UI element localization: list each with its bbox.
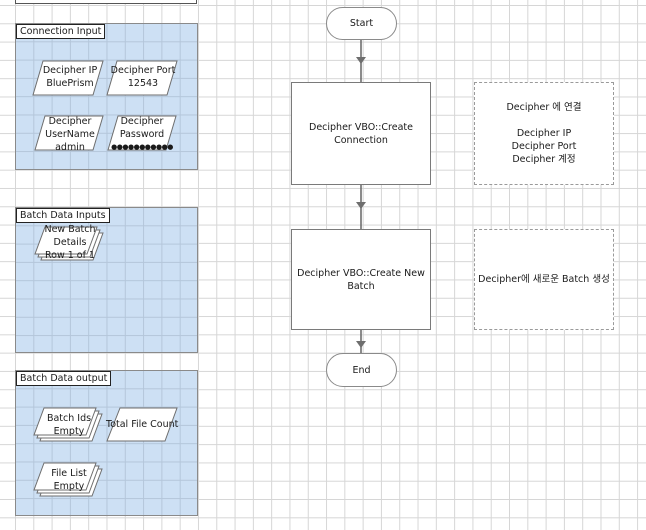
stage-label: Decipher VBO::Create	[309, 121, 413, 133]
collection-name: File List	[51, 468, 87, 479]
data-item-name: Password	[119, 129, 165, 140]
collection-text: File List Empty	[40, 467, 98, 493]
data-item-value: 12543	[127, 78, 159, 89]
note-connect[interactable]: Decipher 에 연결 Decipher IP Decipher Port …	[474, 82, 614, 185]
note-text: Decipher에 새로운 Batch 생성	[478, 274, 610, 285]
collection-name: Batch Ids	[46, 413, 92, 424]
data-item-value: BluePrism	[46, 78, 94, 89]
action-create-new-batch[interactable]: Decipher VBO::Create New Batch	[291, 229, 431, 330]
start-stage[interactable]: Start	[326, 7, 397, 40]
data-item-text: Decipher UserName admin	[38, 115, 102, 154]
data-item-decipher-password[interactable]	[107, 115, 177, 151]
stage-label: End	[352, 364, 371, 376]
collection-text: New Batch Details Row 1 of 1	[40, 223, 100, 262]
collection-text: Batch Ids Empty	[40, 412, 98, 438]
block-label: Batch Data Inputs	[16, 208, 110, 223]
data-item-text: Total File Count	[106, 418, 178, 431]
data-item-decipher-username[interactable]	[34, 115, 104, 151]
block-label: Connection Input	[16, 24, 106, 39]
note-create-batch[interactable]: Decipher에 새로운 Batch 생성	[474, 229, 614, 330]
data-item-name: Total File Count	[106, 419, 179, 430]
data-item-name: Decipher IP	[42, 65, 98, 76]
data-item-value: admin	[55, 142, 85, 153]
data-item-name: Decipher Port	[110, 65, 176, 76]
collection-batch-ids[interactable]	[33, 407, 103, 442]
arrow-head-icon	[356, 341, 366, 348]
collection-new-batch-details[interactable]	[34, 226, 104, 261]
collection-value: Row 1 of 1	[44, 250, 96, 261]
data-item-name: Decipher	[120, 116, 164, 127]
data-item-total-file-count[interactable]	[106, 407, 178, 442]
collection-value: Empty	[53, 426, 85, 437]
note-line: Decipher 계정	[512, 154, 576, 165]
arrow-head-icon	[356, 202, 366, 209]
data-item-text: Decipher Port 12543	[110, 64, 176, 90]
collection-name: New Batch	[44, 224, 96, 235]
data-item-value: ●●●●●●●●●●●	[111, 143, 173, 151]
action-create-connection[interactable]: Decipher VBO::Create Connection	[291, 82, 431, 185]
stage-label: Decipher VBO::Create New	[297, 267, 425, 279]
data-item-text: Decipher IP BluePrism	[38, 64, 102, 90]
stage-label: Connection	[334, 134, 388, 146]
collection-file-list[interactable]	[33, 462, 103, 497]
block-label: Batch Data output	[16, 371, 112, 386]
collection-value: Empty	[53, 481, 85, 492]
arrow-head-icon	[356, 57, 366, 64]
collection-name: Details	[53, 237, 87, 248]
top-partial-element[interactable]: ...	[15, 0, 197, 4]
data-item-decipher-port[interactable]	[106, 60, 178, 96]
stage-label: Batch	[347, 280, 375, 292]
data-item-name: UserName	[45, 129, 95, 140]
data-item-decipher-ip[interactable]	[32, 60, 104, 96]
data-item-text: Decipher Password ●●●●●●●●●●●	[110, 115, 174, 154]
note-line: Decipher Port	[511, 141, 577, 152]
note-line: Decipher IP	[516, 128, 572, 139]
end-stage[interactable]: End	[326, 353, 397, 387]
note-title: Decipher 에 연결	[506, 102, 582, 113]
data-item-name: Decipher	[48, 116, 92, 127]
stage-label: Start	[349, 18, 374, 29]
